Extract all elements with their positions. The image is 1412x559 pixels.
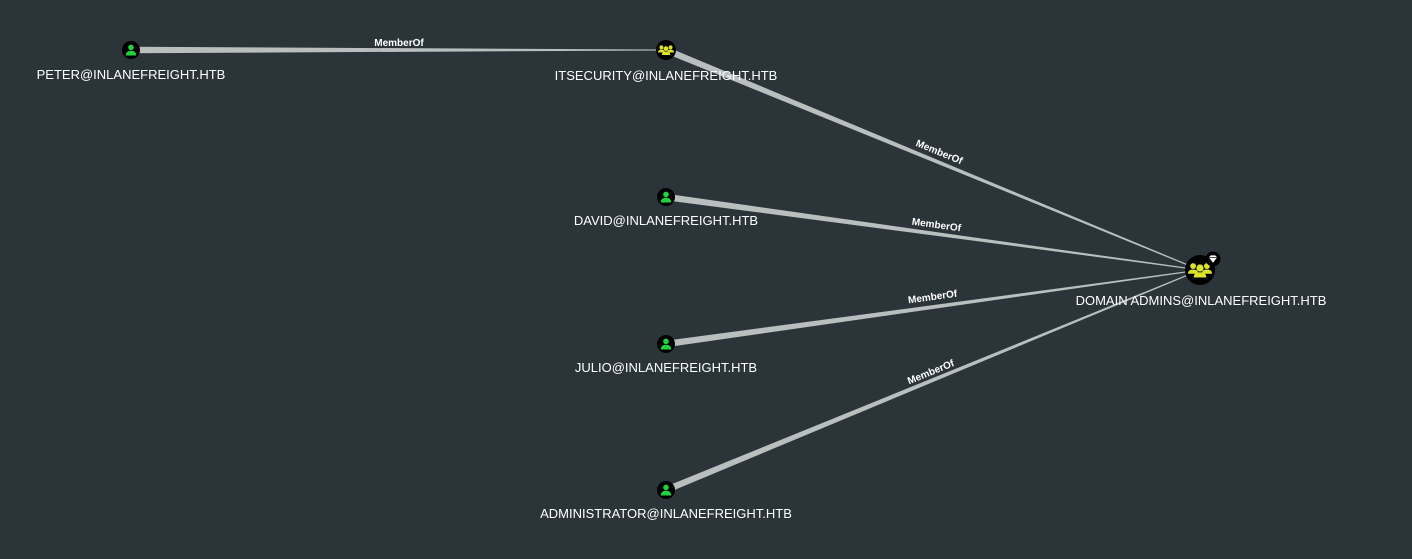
edge-line[interactable] [664,47,1201,271]
edge-line[interactable] [131,46,666,54]
user-icon [660,191,672,203]
edge-peter-itsecurity[interactable]: MemberOf [131,38,666,54]
node-label: ADMINISTRATOR@INLANEFREIGHT.HTB [540,506,792,521]
edge-david-domainadmins[interactable]: MemberOf [665,193,1201,271]
edge-line[interactable] [665,269,1201,348]
user-icon [125,44,137,56]
edge-label: MemberOf [374,38,424,49]
node-julio[interactable]: JULIO@INLANEFREIGHT.HTB [575,335,757,375]
node-itsecurity[interactable]: ITSECURITY@INLANEFREIGHT.HTB [555,40,778,83]
user-icon [660,338,672,350]
node-label: ITSECURITY@INLANEFREIGHT.HTB [555,68,778,83]
node-label: DAVID@INLANEFREIGHT.HTB [574,213,758,228]
node-domainadmins[interactable]: DOMAIN ADMINS@INLANEFREIGHT.HTB [1076,251,1327,309]
node-administrator[interactable]: ADMINISTRATOR@INLANEFREIGHT.HTB [540,481,792,521]
node-label: JULIO@INLANEFREIGHT.HTB [575,360,757,375]
edge-julio-domainadmins[interactable]: MemberOf [665,269,1201,348]
edge-line[interactable] [665,193,1201,271]
user-icon [660,484,672,496]
node-label: DOMAIN ADMINS@INLANEFREIGHT.HTB [1076,293,1327,308]
edge-line[interactable] [664,269,1201,494]
nodes-layer: PETER@INLANEFREIGHT.HTB ITSECURITY@INLANE… [37,40,1327,521]
group-icon [658,45,674,55]
diamond-icon [1205,251,1221,267]
node-david[interactable]: DAVID@INLANEFREIGHT.HTB [574,188,758,228]
node-peter[interactable]: PETER@INLANEFREIGHT.HTB [37,41,226,82]
node-label: PETER@INLANEFREIGHT.HTB [37,67,226,82]
group-icon [1188,263,1212,278]
